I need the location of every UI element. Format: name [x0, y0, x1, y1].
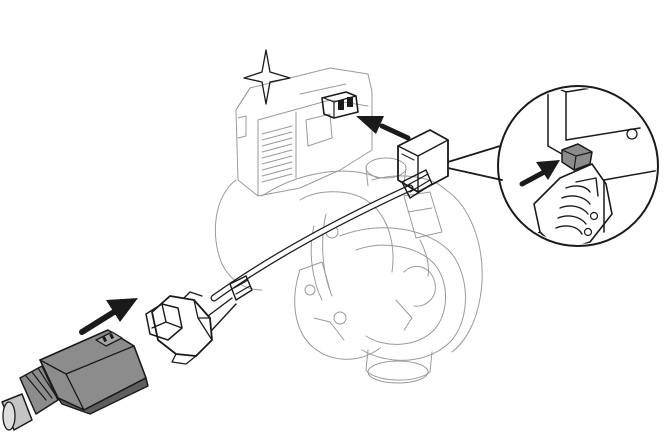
- signal-cable-connector: [397, 129, 449, 193]
- arrow-to-socket: [356, 116, 411, 141]
- cable-plug: [1, 329, 149, 431]
- electronics-module: [235, 67, 373, 197]
- pump: [214, 49, 483, 384]
- arrow-to-cable-connector: [79, 298, 138, 335]
- signal-socket: [321, 91, 359, 119]
- cooling-ribs: [261, 125, 293, 183]
- detail-magnifier: [447, 85, 659, 247]
- cable-end-housing: [145, 291, 237, 365]
- spark-icon: [243, 49, 291, 105]
